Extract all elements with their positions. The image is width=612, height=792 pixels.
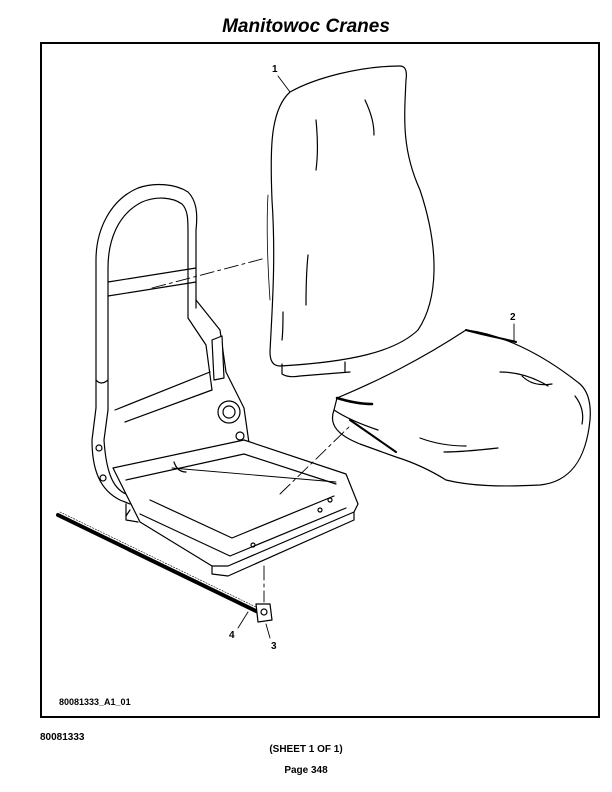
callout-leaders <box>237 75 515 639</box>
seat-back-cushion <box>266 65 435 378</box>
callout-3: 3 <box>271 641 277 652</box>
mounting-bracket <box>255 603 273 623</box>
seat-frame <box>91 183 359 577</box>
document-number: 80081333 <box>40 732 85 743</box>
strap-rod <box>56 511 261 614</box>
seat-bottom-cushion <box>331 329 591 487</box>
leader-lines <box>151 257 351 603</box>
sheet-indicator: (SHEET 1 OF 1) <box>269 744 343 755</box>
callout-2: 2 <box>510 312 516 323</box>
figure-id: 80081333_A1_01 <box>59 697 131 707</box>
page-number: Page 348 <box>284 765 328 776</box>
callout-4: 4 <box>229 630 235 641</box>
callout-1: 1 <box>272 64 278 75</box>
page-title: Manitowoc Cranes <box>222 16 390 37</box>
drawing-frame <box>40 42 600 718</box>
